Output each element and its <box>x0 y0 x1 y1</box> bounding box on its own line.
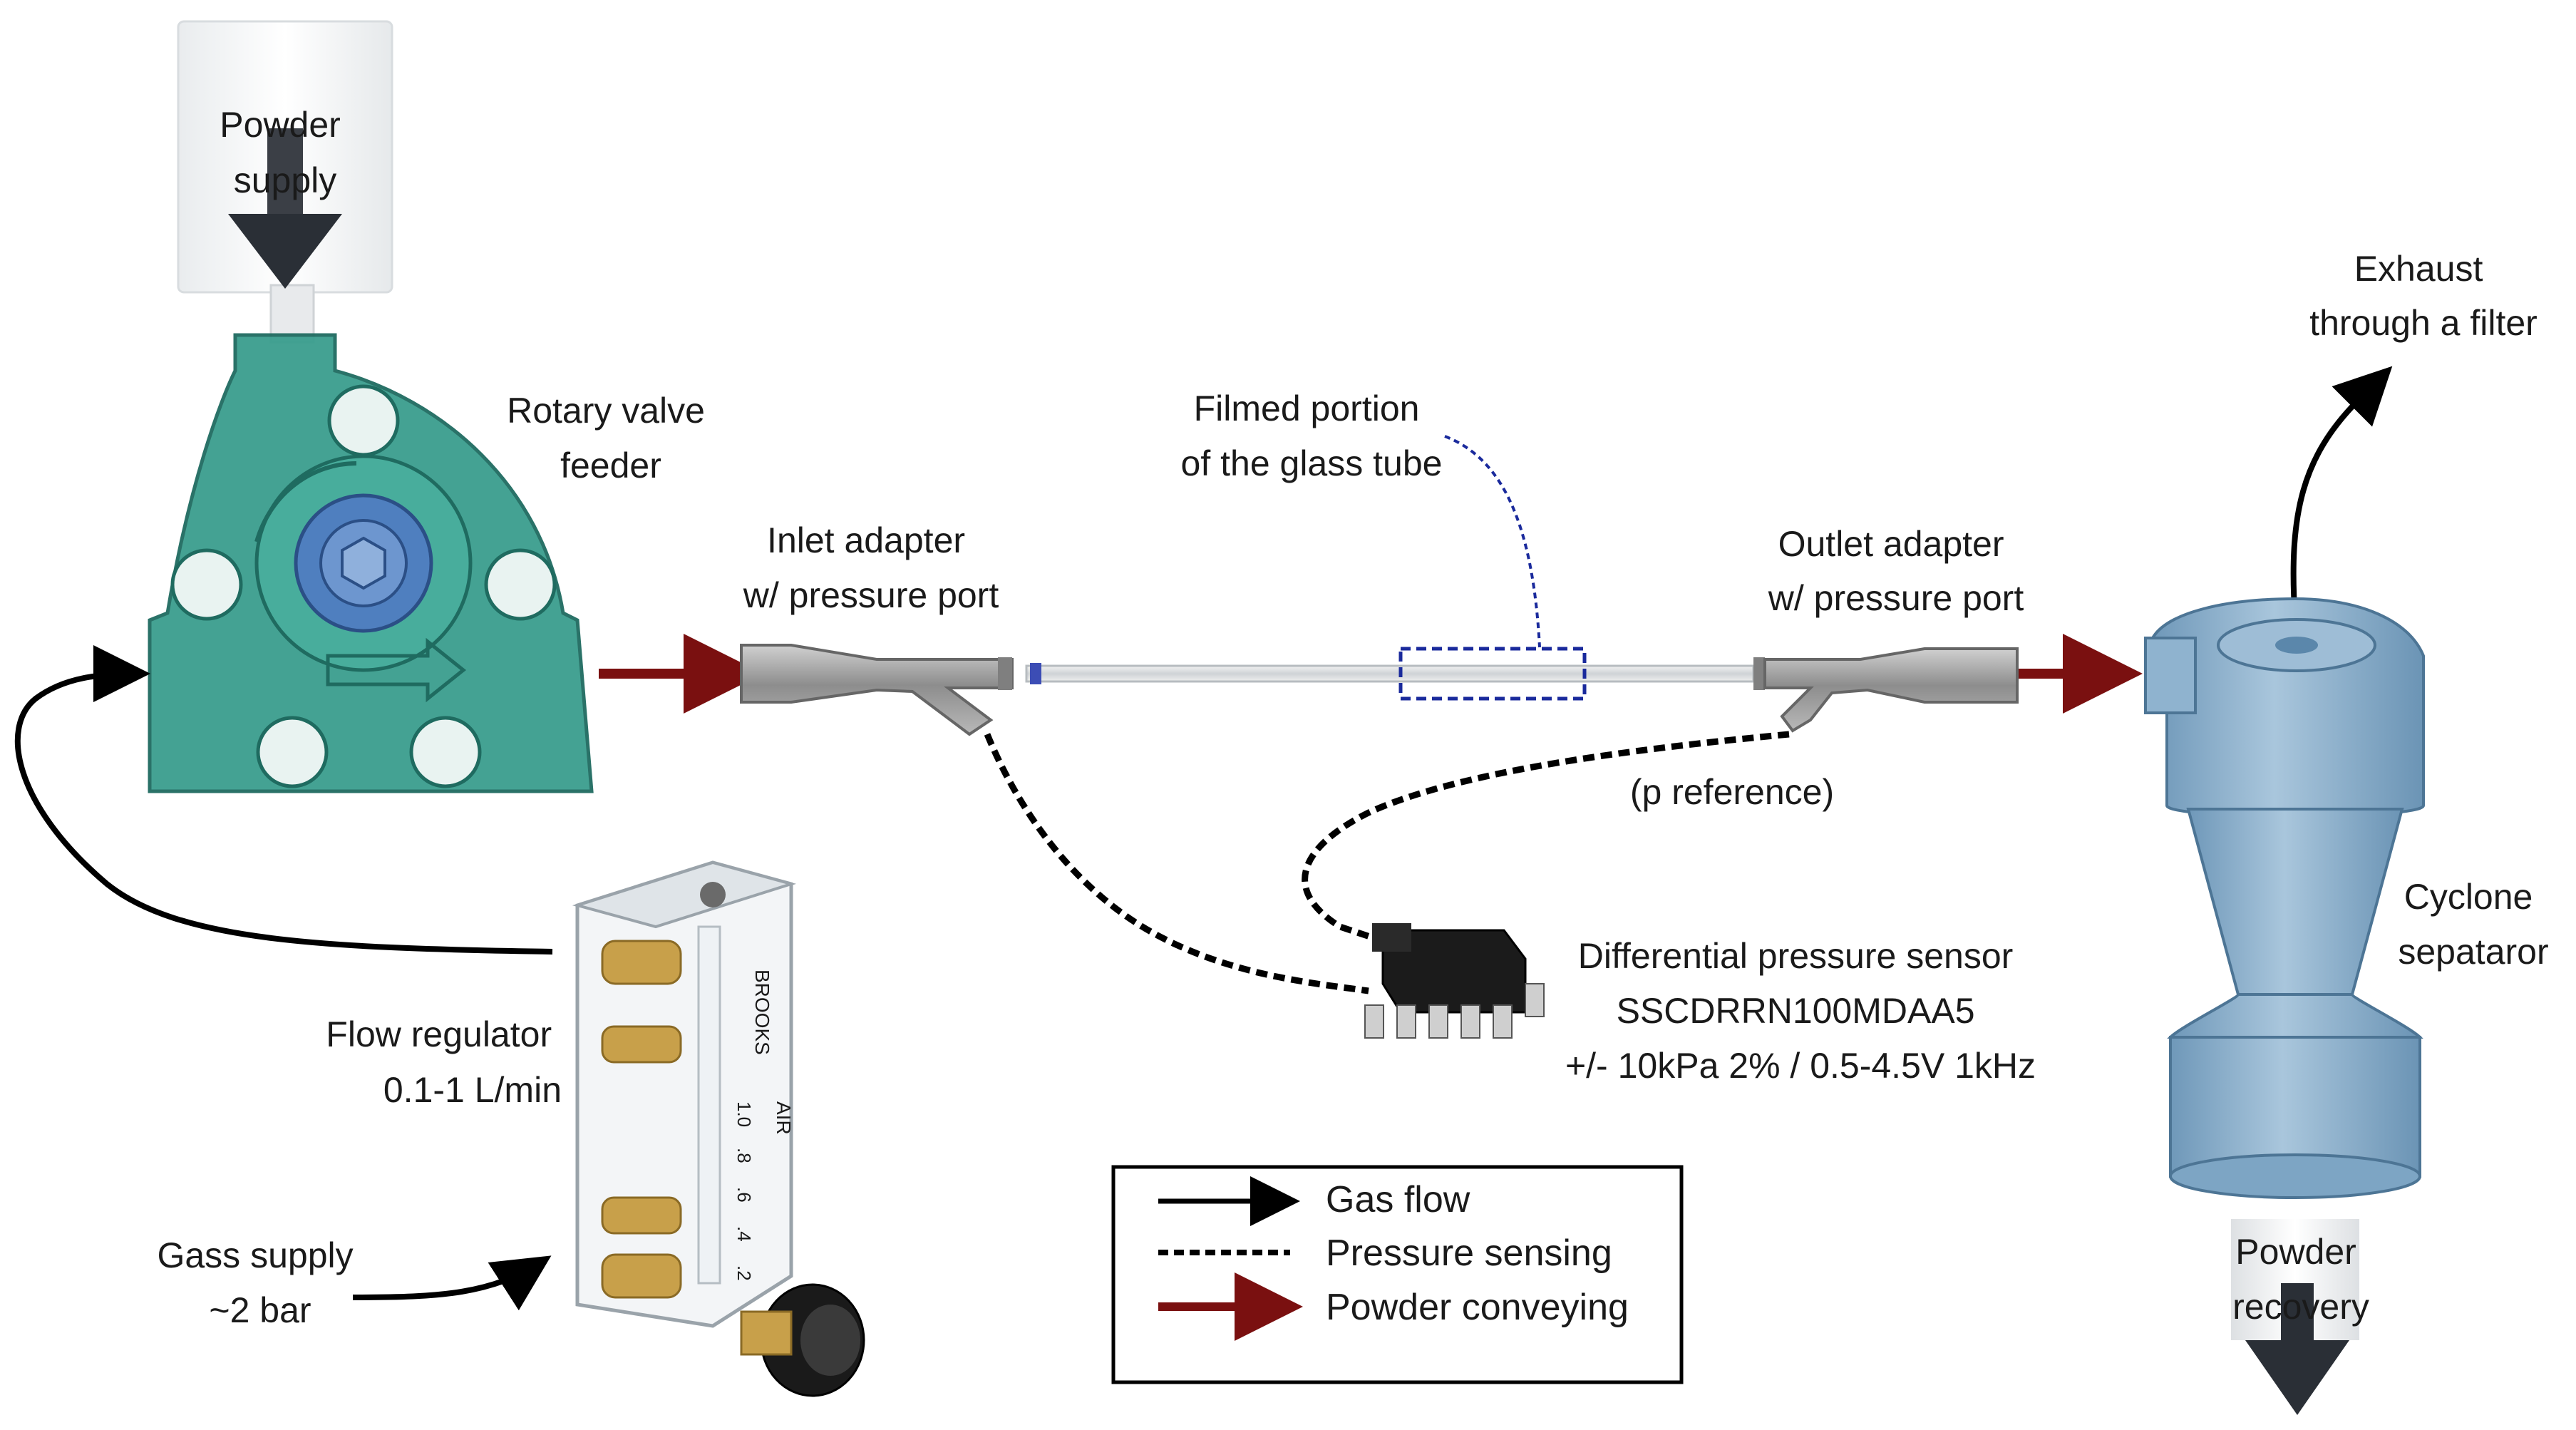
p-reference-label: (p reference) <box>1630 772 1834 812</box>
rotary-valve-label: Rotary valve feeder <box>507 391 715 485</box>
inlet-adapter-label: Inlet adapter w/ pressure port <box>743 520 999 615</box>
pressure-line-inlet <box>984 733 1369 994</box>
powder-recovery <box>2231 1219 2359 1415</box>
gas-arrow-exhaust <box>2290 366 2393 621</box>
gas-arrow-regulator-to-feeder <box>14 645 553 955</box>
flow-regulator-knob <box>740 1283 865 1397</box>
flow-meter-scale-3: .6 <box>733 1187 755 1203</box>
filmed-portion-leader <box>1444 435 1541 648</box>
flow-meter-brand: BROOKS <box>751 969 773 1055</box>
powder-supply-label: Powder supply <box>220 105 350 200</box>
flow-meter-medium: AIR <box>773 1101 795 1135</box>
inlet-adapter <box>740 644 1014 736</box>
outlet-adapter-label: Outlet adapter w/ pressure port <box>1768 524 2024 618</box>
legend: Gas flow Pressure sensing Powder conveyi… <box>1111 1165 1684 1384</box>
flow-regulator-label: Flow regulator 0.1-1 L/min <box>326 1014 562 1110</box>
flow-meter-scale-5: .2 <box>733 1265 755 1281</box>
filmed-portion-box <box>1398 647 1587 701</box>
differential-pressure-sensor <box>1364 923 1545 1039</box>
legend-powder-label: Powder conveying <box>1326 1287 1629 1328</box>
legend-gas-flow-label: Gas flow <box>1326 1179 1470 1220</box>
flow-meter-scale-1: 1.0 <box>733 1101 755 1127</box>
outlet-adapter <box>1753 647 2019 733</box>
diff-sensor-label: Differential pressure sensor SSCDRRN100M… <box>1565 936 2036 1086</box>
rotary-valve-feeder <box>148 333 594 793</box>
gas-supply-label: Gass supply ~2 bar <box>157 1235 363 1330</box>
cyclone-label: Cyclone sepataror <box>2398 877 2548 972</box>
flow-regulator: BROOKS 1.0 .8 .6 .4 .2 AIR <box>572 860 865 1397</box>
filmed-portion-label: Filmed portion of the glass tube <box>1181 389 1443 483</box>
cyclone-separator <box>2144 597 2425 1199</box>
legend-pressure-label: Pressure sensing <box>1326 1233 1612 1274</box>
pressure-line-outlet <box>1302 731 1790 941</box>
glass-tube <box>1025 663 1755 684</box>
gas-arrow-supply-to-regulator <box>352 1255 552 1311</box>
powder-recovery-label: Powder recovery <box>2232 1232 2369 1327</box>
exhaust-label: Exhaust through a filter <box>2309 249 2538 343</box>
flow-meter-scale-2: .8 <box>733 1148 755 1163</box>
flow-meter-scale-4: .4 <box>733 1226 755 1242</box>
powder-supply-arrow <box>228 128 342 289</box>
